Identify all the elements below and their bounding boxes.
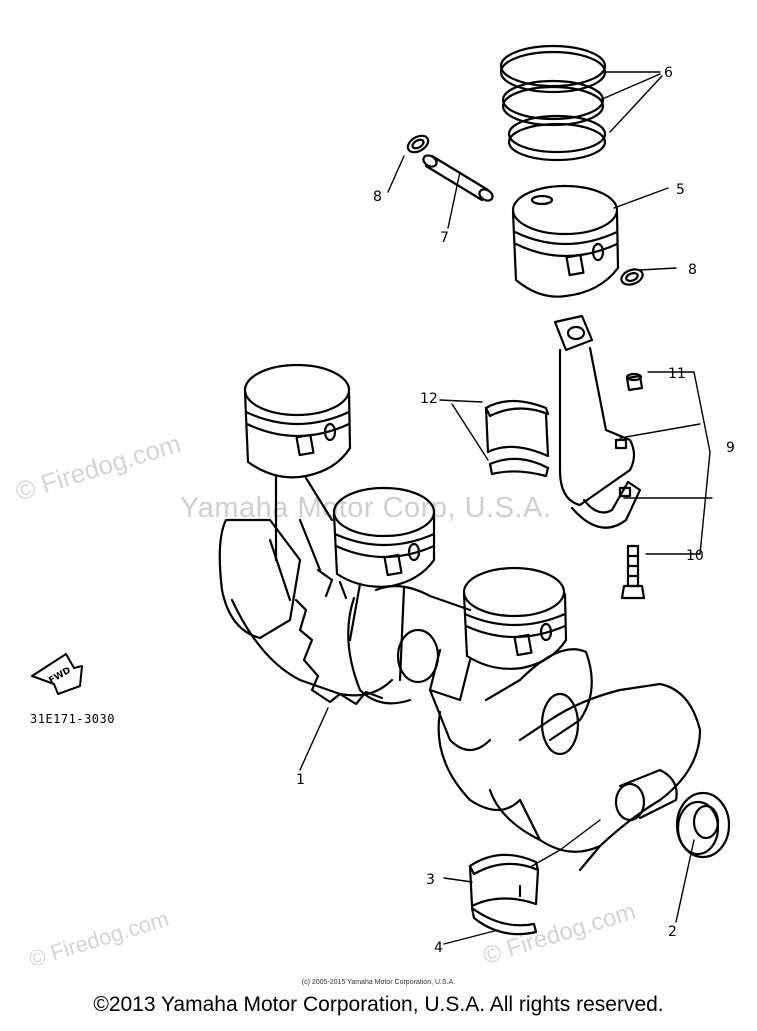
fwd-arrow-icon: FWD xyxy=(31,653,83,695)
callout-10: 10 xyxy=(686,548,704,564)
svg-text:FWD: FWD xyxy=(47,666,72,686)
callout-3: 3 xyxy=(426,872,435,888)
piston-middle xyxy=(332,486,436,588)
small-copyright: (c) 2005-2015 Yamaha Motor Corporation, … xyxy=(301,979,456,986)
main-bearing-lower xyxy=(470,884,538,936)
piston-pin-clip xyxy=(406,134,430,154)
piston xyxy=(511,184,620,298)
callout-11: 11 xyxy=(668,366,686,382)
piston-rings xyxy=(499,44,607,162)
rod-bolt xyxy=(620,544,646,600)
piston-left xyxy=(243,363,352,479)
callout-5: 5 xyxy=(676,182,685,198)
callout-2: 2 xyxy=(668,924,677,940)
leader-lines xyxy=(299,71,713,945)
rod-nut xyxy=(625,372,644,392)
callout-4: 4 xyxy=(434,940,443,956)
piston-pin-clip xyxy=(620,268,644,286)
callout-6: 6 xyxy=(664,65,673,81)
connecting-rod xyxy=(553,314,642,529)
crank-rods xyxy=(268,474,406,682)
part-code: 31E171-3030 xyxy=(30,712,115,726)
callout-labels: 6 8 7 5 8 12 11 9 10 1 3 2 4 xyxy=(296,65,735,956)
main-bearing-upper xyxy=(468,853,540,908)
crankshaft xyxy=(218,518,702,872)
copyright-notice: ©2013 Yamaha Motor Corporation, U.S.A. A… xyxy=(93,993,664,1016)
callout-9: 9 xyxy=(726,440,735,456)
piston-right xyxy=(462,566,568,670)
callout-12: 12 xyxy=(420,391,438,407)
callout-1: 1 xyxy=(296,772,305,788)
callout-7: 7 xyxy=(440,230,449,246)
callout-8: 8 xyxy=(373,189,382,205)
big-end-bearing xyxy=(484,399,550,478)
callout-8: 8 xyxy=(688,262,697,278)
crankshaft-piston-diagram: FWD 6 8 7 5 8 12 11 9 10 1 3 2 4 xyxy=(31,44,735,956)
oil-seal xyxy=(675,791,731,859)
